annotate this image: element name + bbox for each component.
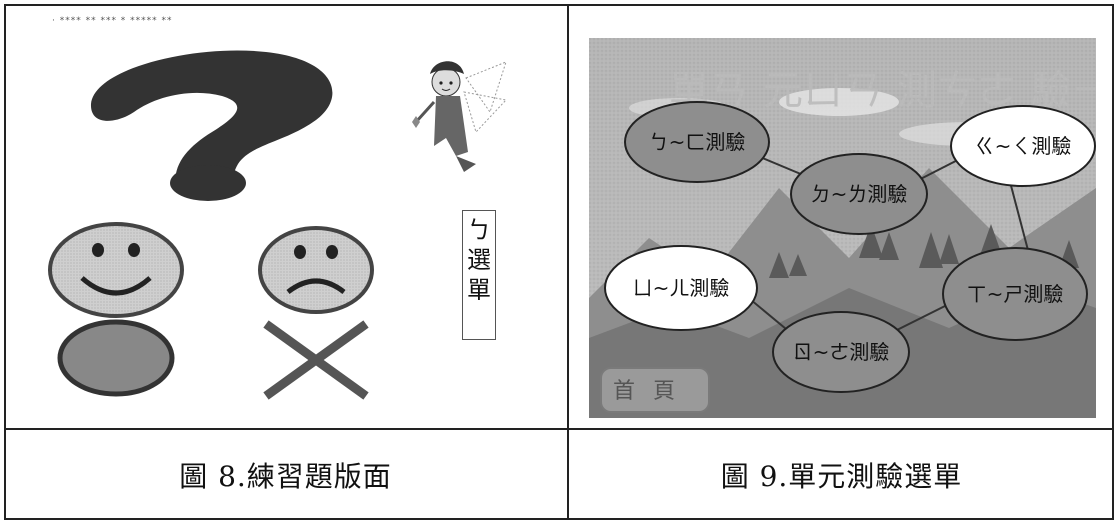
header-text: · **** ** *** * ***** ** [52, 16, 173, 26]
test-node-gq[interactable]: ㄍ~ㄑ測驗 [950, 105, 1096, 187]
unit-test-art: 單ㄢ元ㄩㄢ測ㄘㄜ驗ㄧㄢ ㄅ~ㄈ測驗 ㄉ~ㄌ測驗 [589, 38, 1096, 418]
column-divider [567, 4, 569, 520]
svg-text:ㄍ~ㄑ測驗: ㄍ~ㄑ測驗 [975, 134, 1072, 158]
practice-panel: · **** ** *** * ***** ** [16, 16, 556, 421]
test-node-ye[interactable]: ㄩ~ㄦ測驗 [604, 245, 758, 331]
svg-text:ㄖ~ㄜ測驗: ㄖ~ㄜ測驗 [793, 340, 890, 364]
question-mark-icon [90, 50, 333, 201]
select-label-char: 選 [467, 246, 491, 274]
test-node-bf[interactable]: ㄅ~ㄈ測驗 [624, 101, 770, 183]
row-divider [4, 428, 1114, 430]
test-node-re[interactable]: ㄖ~ㄜ測驗 [772, 311, 910, 393]
figure-9-caption: 圖 9.單元測驗選單 [720, 460, 963, 493]
sad-face-icon [258, 226, 374, 314]
figure-8-caption: 圖 8.練習題版面 [179, 460, 392, 493]
fairy-icon [412, 61, 507, 172]
svg-text:首頁: 首頁 [613, 379, 693, 404]
cross-mark-icon [263, 320, 369, 400]
select-menu-button[interactable]: ㄅ 選 單 [462, 210, 496, 340]
circle-mark-icon [57, 319, 175, 397]
select-label-char: ㄅ [467, 216, 491, 244]
happy-face-icon [48, 222, 184, 318]
svg-text:ㄒ~ㄕ測驗: ㄒ~ㄕ測驗 [967, 282, 1064, 306]
select-label-char: 單 [467, 276, 491, 304]
svg-text:ㄉ~ㄌ測驗: ㄉ~ㄌ測驗 [811, 182, 908, 206]
svg-text:ㄅ~ㄈ測驗: ㄅ~ㄈ測驗 [649, 130, 746, 154]
table-border [4, 4, 1114, 520]
test-node-xs[interactable]: ㄒ~ㄕ測驗 [942, 247, 1088, 341]
home-button[interactable]: 首頁 [600, 367, 710, 413]
test-node-dl[interactable]: ㄉ~ㄌ測驗 [790, 153, 928, 235]
figure-table: · **** ** *** * ***** ** [4, 4, 1114, 520]
practice-art [48, 50, 507, 400]
svg-text:ㄩ~ㄦ測驗: ㄩ~ㄦ測驗 [633, 276, 730, 300]
unit-test-panel: 單ㄢ元ㄩㄢ測ㄘㄜ驗ㄧㄢ ㄅ~ㄈ測驗 ㄉ~ㄌ測驗 [589, 38, 1096, 418]
